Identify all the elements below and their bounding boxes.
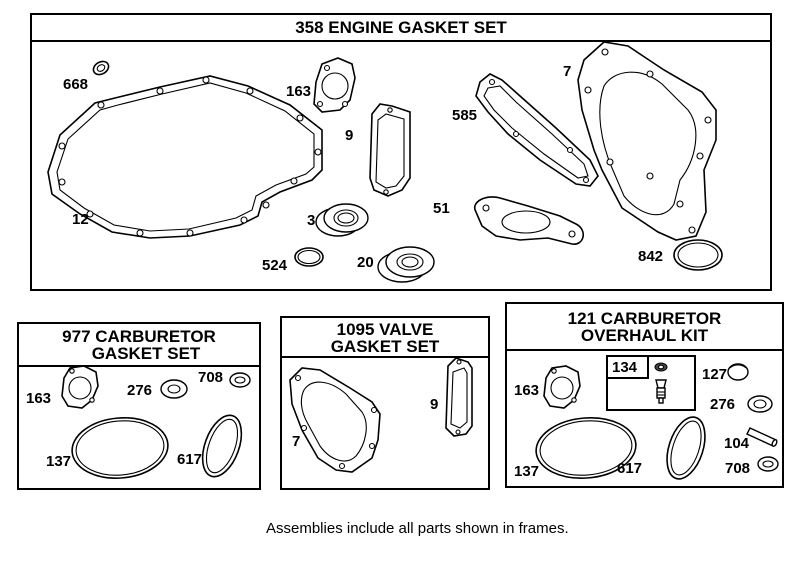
seal-708-overhaul-kit-drawing [757, 456, 779, 472]
label-617-overhaul-kit: 617 [617, 460, 643, 477]
label-585: 585 [452, 107, 478, 124]
gasket-585-drawing [475, 73, 599, 187]
carburetor-gasket-set-frame: 977 CARBURETOR GASKET SET [17, 322, 261, 490]
assemblies-note: Assemblies include all parts shown in fr… [266, 520, 569, 537]
label-104: 104 [724, 435, 750, 452]
part-134-label-box [606, 355, 649, 379]
head-gasket-7-drawing [577, 41, 717, 241]
oil-seal-20-drawing [377, 246, 435, 283]
crankcase-gasket-12-drawing [47, 75, 323, 239]
valve-gasket-set-frame: 1095 VALVE GASKET SET [280, 316, 490, 490]
label-9: 9 [345, 127, 354, 144]
oring-617-carb-kit-drawing [201, 414, 243, 478]
label-7-valve-kit: 7 [292, 433, 301, 450]
pin-104-drawing [746, 427, 778, 447]
label-137-overhaul-kit: 137 [514, 463, 540, 480]
oil-seal-3-drawing [315, 203, 369, 237]
head-gasket-7-valve-kit-drawing [289, 367, 381, 473]
label-708-carb-kit: 708 [198, 369, 224, 386]
oring-137-overhaul-kit-drawing [535, 416, 637, 480]
gasket-276-carb-kit-drawing [160, 379, 188, 399]
oring-617-overhaul-kit-drawing [666, 416, 706, 480]
gasket-163-drawing [313, 57, 356, 113]
label-9-valve-kit: 9 [430, 396, 439, 413]
label-12: 12 [72, 211, 89, 228]
label-163-carb-kit: 163 [26, 390, 52, 407]
label-163: 163 [286, 83, 312, 100]
label-137-carb-kit: 137 [46, 453, 72, 470]
label-276-overhaul-kit: 276 [710, 396, 736, 413]
gasket-9-valve-kit-drawing [445, 357, 473, 437]
label-134: 134 [612, 359, 638, 376]
gasket-9-drawing [369, 103, 411, 197]
gasket-163-overhaul-kit-drawing [543, 365, 581, 409]
label-51: 51 [433, 200, 450, 217]
oring-524-drawing [294, 247, 324, 267]
label-276-carb-kit: 276 [127, 382, 153, 399]
carburetor-overhaul-kit-title: 121 CARBURETOR OVERHAUL KIT [507, 304, 782, 351]
label-20: 20 [357, 254, 374, 271]
needle-seat-subframe [606, 355, 696, 411]
label-842: 842 [638, 248, 664, 265]
label-163-overhaul-kit: 163 [514, 382, 540, 399]
oring-137-carb-kit-drawing [71, 417, 169, 479]
needle-seat-134-drawing [654, 362, 668, 404]
label-708-overhaul-kit: 708 [725, 460, 751, 477]
gasket-51-drawing [473, 196, 584, 245]
label-524: 524 [262, 257, 288, 274]
label-3: 3 [307, 212, 316, 229]
oring-842-drawing [673, 239, 723, 271]
seal-668-drawing [92, 60, 110, 76]
valve-gasket-set-title: 1095 VALVE GASKET SET [282, 318, 488, 358]
label-127: 127 [702, 366, 728, 383]
carburetor-gasket-set-title: 977 CARBURETOR GASKET SET [19, 324, 259, 367]
label-7: 7 [563, 63, 572, 80]
carburetor-overhaul-kit-frame: 121 CARBURETOR OVERHAUL KIT [505, 302, 784, 488]
gasket-163-carb-kit-drawing [61, 365, 99, 409]
label-668: 668 [63, 76, 89, 93]
welch-plug-127-drawing [727, 363, 749, 381]
seal-708-carb-kit-drawing [229, 372, 251, 388]
label-617-carb-kit: 617 [177, 451, 203, 468]
gasket-276-overhaul-kit-drawing [747, 395, 773, 413]
engine-gasket-set-title: 358 ENGINE GASKET SET [32, 15, 770, 42]
